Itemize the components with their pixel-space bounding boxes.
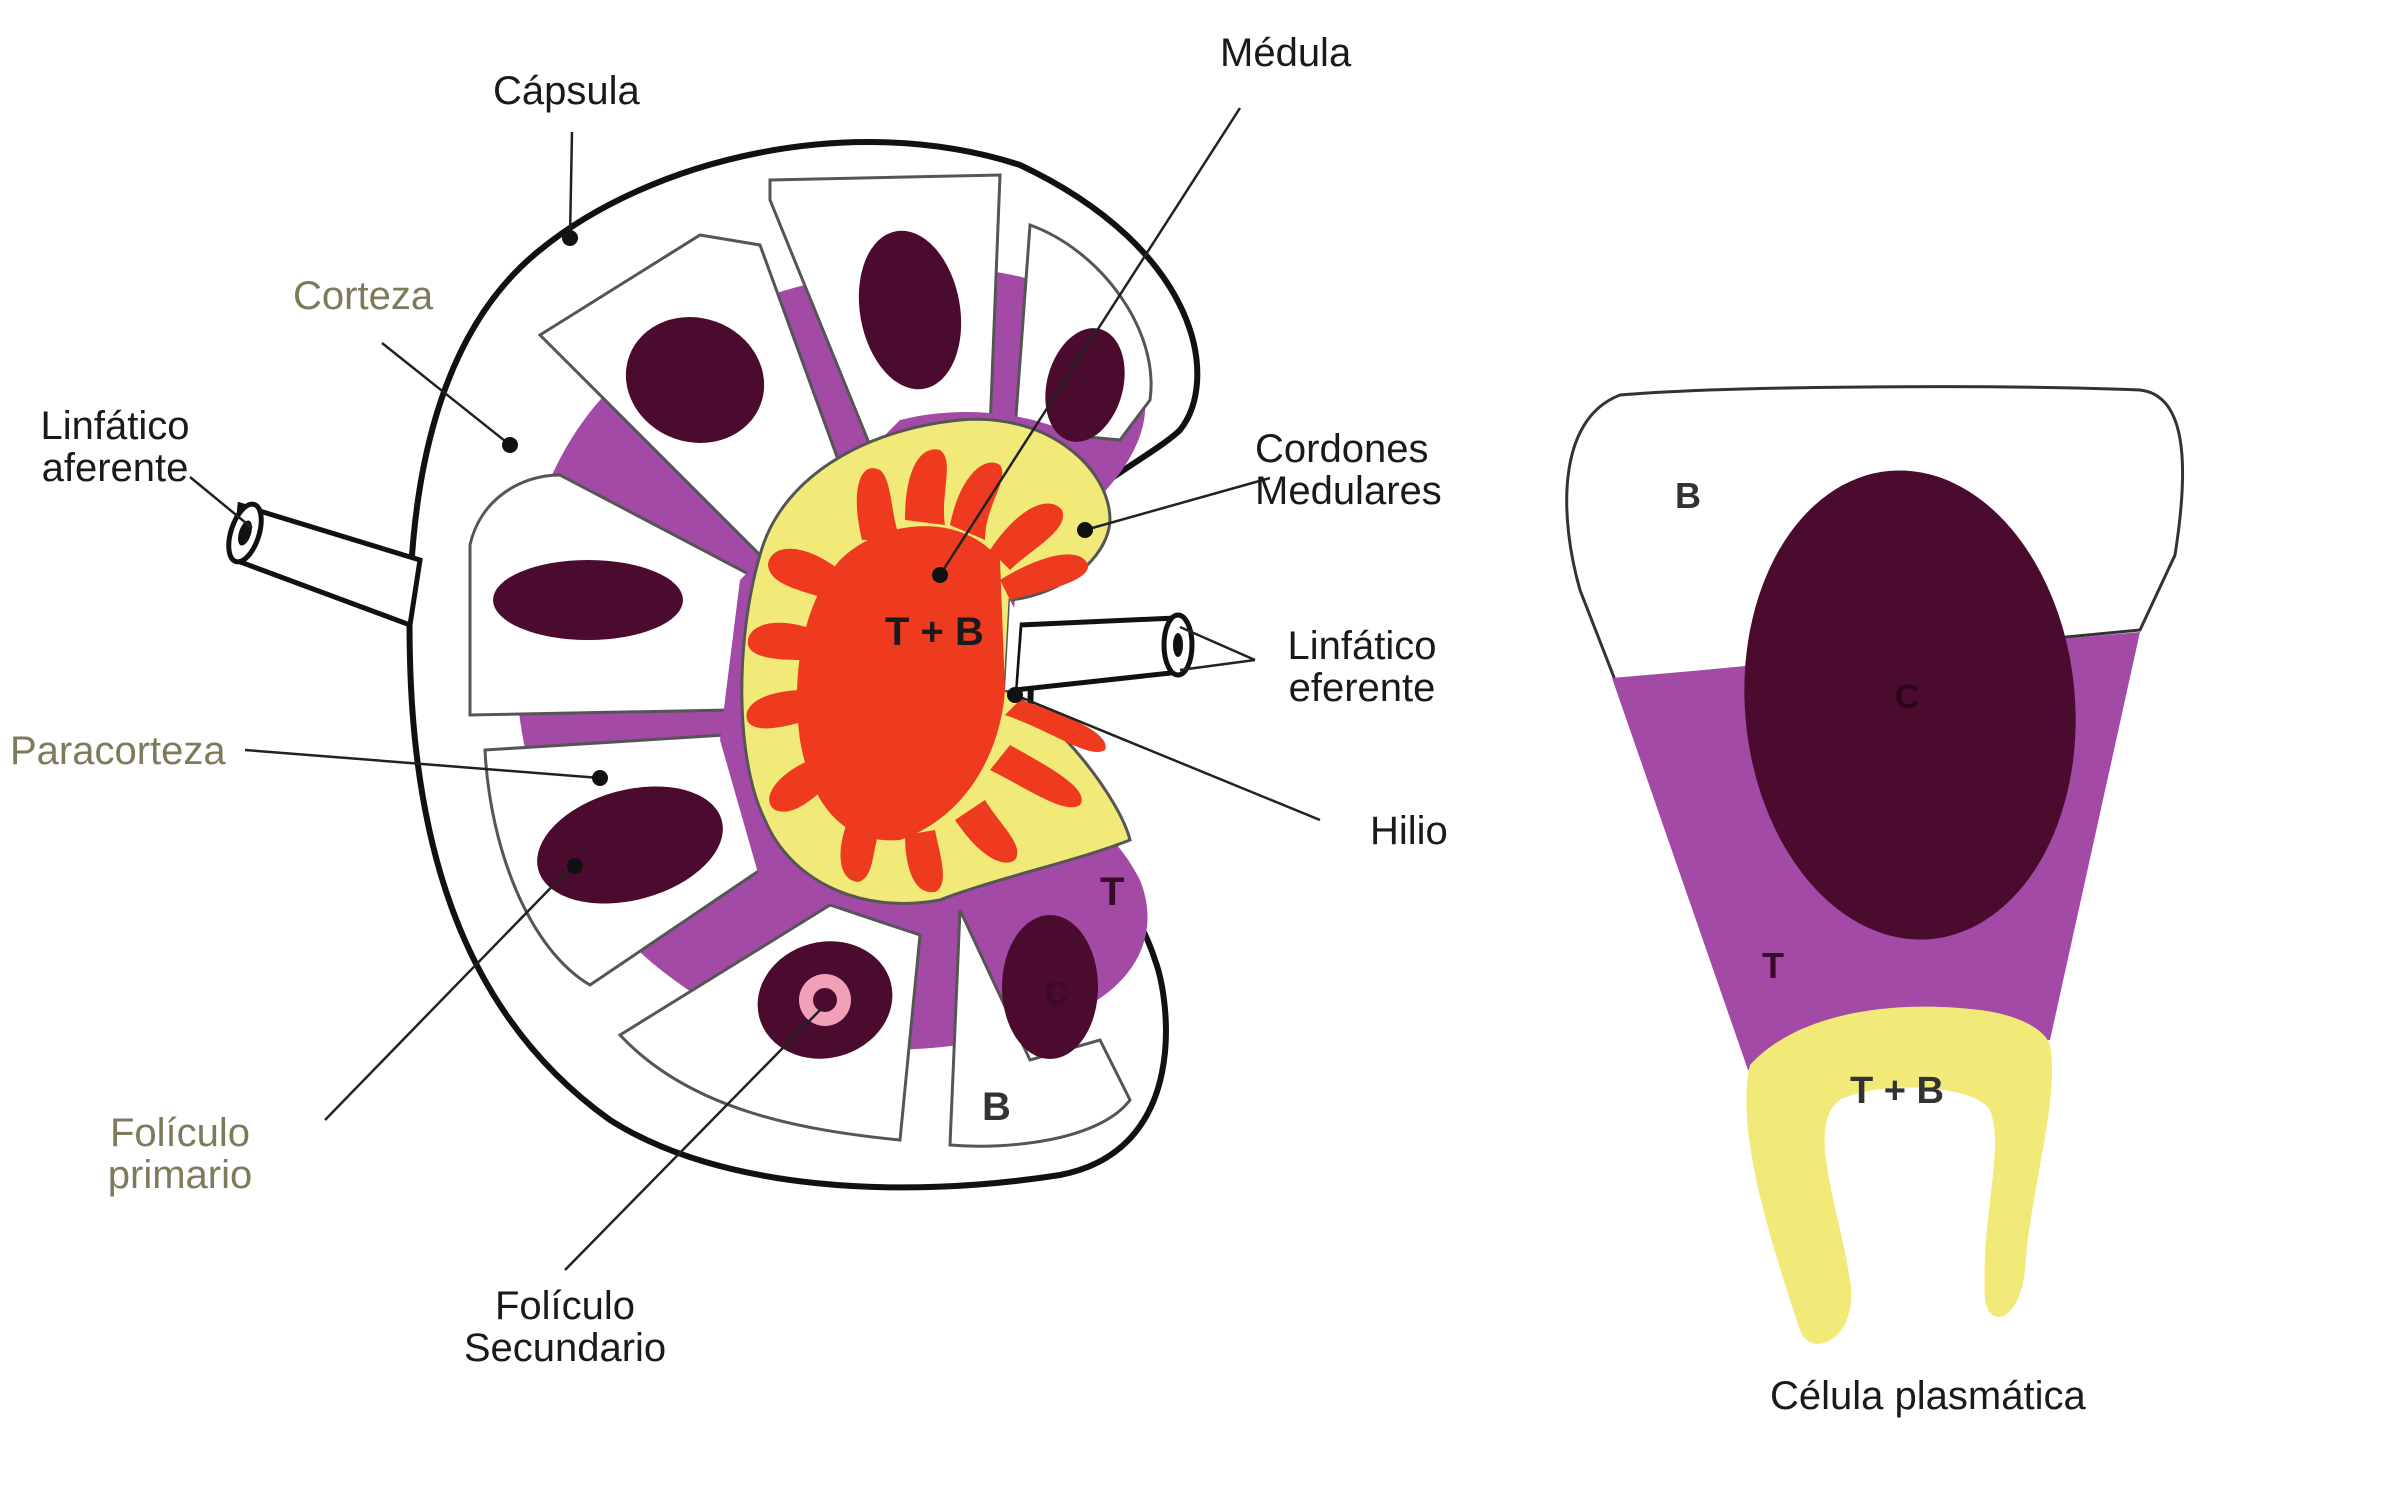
plasma-cell-nucleus <box>1744 470 2076 940</box>
label-linfatico-aferente-line1: Linfático <box>40 404 190 448</box>
label-corteza: Corteza <box>293 274 434 318</box>
label-capsula: Cápsula <box>493 69 640 113</box>
leader-dots <box>502 230 1093 874</box>
label-linfatico-aferente: Linfático aferente <box>40 405 190 489</box>
follicles <box>493 230 1125 1059</box>
efferent-vessel <box>1012 612 1195 693</box>
plasma-label-tb: T + B <box>1850 1070 1944 1112</box>
label-foliculo-secundario-line1: Folículo <box>494 1284 636 1328</box>
plasma-cell-tb-inner <box>1824 1087 1995 1300</box>
hilum-notch <box>1005 600 1020 690</box>
label-linfatico-eferente: Linfático eferente <box>1282 625 1442 709</box>
follicle-7 <box>1002 915 1098 1059</box>
follicle-5 <box>537 786 723 904</box>
label-foliculo-primario-line2: primario <box>107 1153 253 1197</box>
node-label-tb: T + B <box>885 610 984 654</box>
label-cordones-line2: Medulares <box>1255 469 1442 513</box>
label-linfatico-aferente-line2: aferente <box>41 446 189 490</box>
leader-lines <box>189 107 1321 1271</box>
medulla <box>746 449 1106 893</box>
label-foliculo-primario-line1: Folículo <box>109 1111 251 1155</box>
label-medula: Médula <box>1220 31 1352 75</box>
node-label-t: T <box>1100 870 1125 914</box>
node-label-b: B <box>982 1085 1011 1129</box>
label-linfatico-eferente-line2: eferente <box>1288 666 1436 710</box>
lymph-node <box>189 107 1321 1271</box>
plasma-label-t: T <box>1762 945 1784 986</box>
follicle-1 <box>625 317 765 443</box>
label-paracorteza: Paracorteza <box>10 729 226 773</box>
plasma-cell <box>1565 385 2185 1344</box>
label-foliculo-secundario: Folículo Secundario <box>460 1285 670 1369</box>
follicle-4 <box>493 560 683 640</box>
node-label-c: C <box>1045 975 1069 1011</box>
label-hilio: Hilio <box>1370 809 1448 853</box>
plasma-label-b: B <box>1675 475 1701 516</box>
label-cordones-medulares: Cordones Medulares <box>1255 428 1442 512</box>
label-cordones-line1: Cordones <box>1255 427 1429 471</box>
follicle-2 <box>858 230 962 390</box>
plasma-label-c: C <box>1895 678 1920 716</box>
label-linfatico-eferente-line1: Linfático <box>1287 624 1437 668</box>
plasma-cell-tb-region <box>1746 1006 2053 1344</box>
label-foliculo-secundario-line2: Secundario <box>463 1326 667 1370</box>
plasma-cell-caption: Célula plasmática <box>1770 1374 2086 1418</box>
follicle-3 <box>1045 328 1125 442</box>
afferent-vessel <box>226 501 423 629</box>
label-foliculo-primario: Folículo primario <box>95 1112 265 1196</box>
